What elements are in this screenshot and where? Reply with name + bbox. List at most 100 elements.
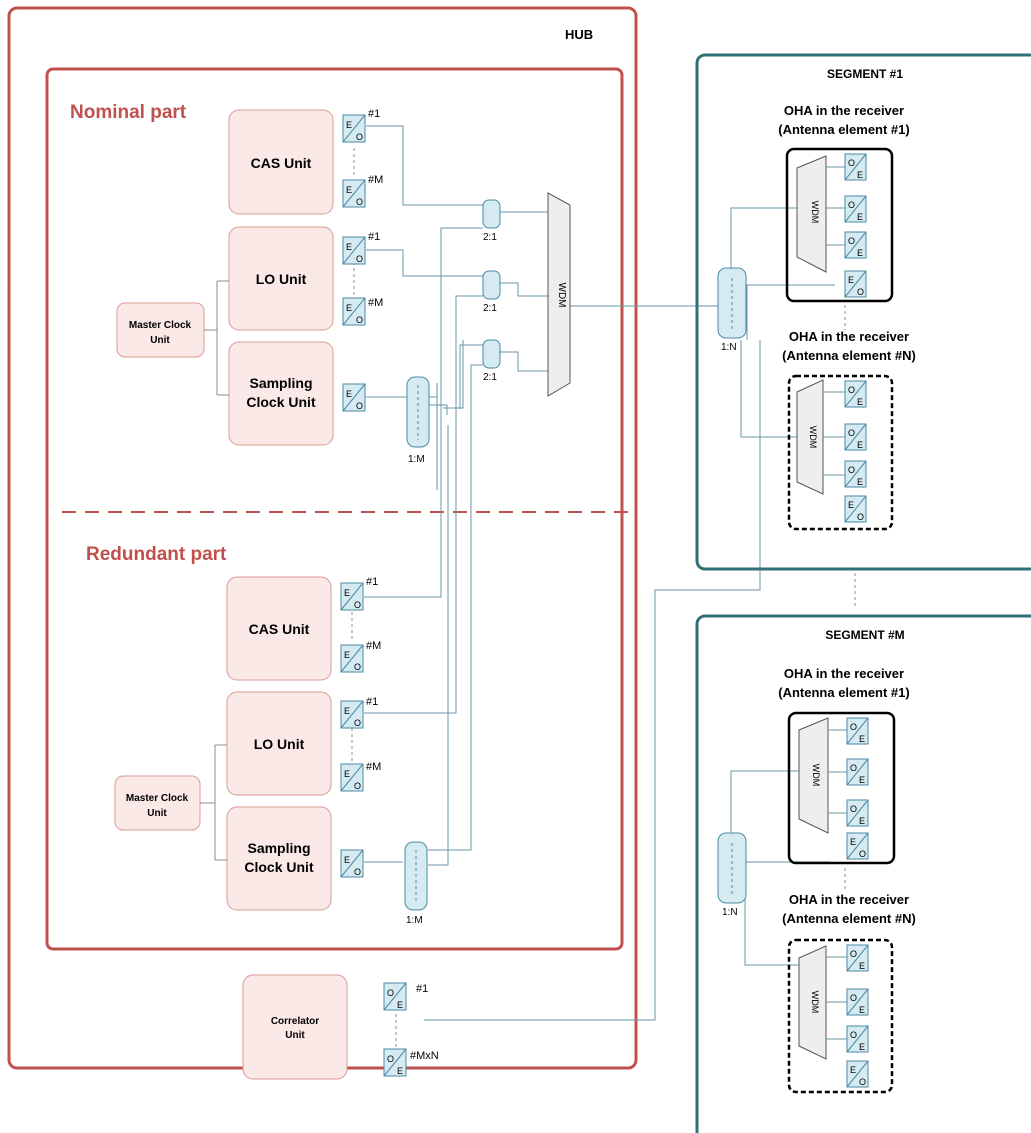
o-letter: O (387, 1054, 394, 1064)
e-letter: E (850, 837, 856, 847)
o-letter: O (356, 197, 363, 207)
master-clock-line1: Master Clock (129, 320, 192, 331)
e-letter: E (857, 397, 863, 407)
o-letter: O (859, 849, 866, 859)
cas-unit-redundant (226, 576, 332, 681)
oha-title-line2: (Antenna element #N) (782, 911, 916, 926)
o-letter: O (387, 988, 394, 998)
ratio-label: 1:N (722, 907, 738, 918)
o-letter: O (850, 993, 857, 1003)
correlator-line1: Correlator (271, 1016, 319, 1027)
e-letter: E (857, 170, 863, 180)
nominal-part-title: Nominal part (70, 102, 187, 123)
index-label: #1 (368, 231, 380, 243)
o-letter: O (848, 236, 855, 246)
redundant-part-title: Redundant part (86, 544, 227, 565)
index-label: #M (366, 761, 381, 773)
ratio-label: 1:N (721, 342, 737, 353)
o-letter: O (356, 132, 363, 142)
sampling-clock-unit-nominal (228, 341, 334, 446)
oha-title-line2: (Antenna element #N) (782, 348, 916, 363)
o-letter: O (356, 401, 363, 411)
e-letter: E (859, 734, 865, 744)
cas-unit-label: CAS Unit (249, 621, 310, 637)
o-letter: O (857, 287, 864, 297)
e-letter: E (344, 588, 350, 598)
segment-m-title: SEGMENT #M (825, 628, 904, 642)
o-letter: O (354, 781, 361, 791)
oe-converter: OE (846, 944, 869, 972)
oha-title-line1: OHA in the receiver (789, 329, 909, 344)
e-letter: E (397, 1000, 403, 1010)
index-label: #MxN (410, 1050, 439, 1062)
master-clock-line1: Master Clock (126, 793, 189, 804)
ratio-label: 1:M (406, 915, 423, 926)
master-clock-branch-redundant (200, 744, 227, 861)
e-letter: E (346, 185, 352, 195)
inner-frame (45, 67, 624, 951)
oha-title-line2: (Antenna element #1) (778, 685, 909, 700)
e-letter: E (346, 303, 352, 313)
master-clock-line2: Unit (150, 335, 170, 346)
e-letter: E (859, 1042, 865, 1052)
converter-ellipsis-lines (351, 148, 856, 1048)
sampling-clock-line1: Sampling (249, 375, 312, 391)
wdm-label: WDM (556, 283, 567, 308)
oe-converter: OE (844, 380, 867, 408)
e-letter: E (859, 816, 865, 826)
lo-unit-label: LO Unit (254, 736, 305, 752)
segment-wdm (796, 155, 827, 273)
e-letter: E (346, 242, 352, 252)
oe-converter: OE (846, 988, 869, 1016)
o-letter: O (356, 315, 363, 325)
e-letter: E (848, 500, 854, 510)
e-letter: E (850, 1065, 856, 1075)
oha-title-line1: OHA in the receiver (784, 103, 904, 118)
e-letter: E (344, 650, 350, 660)
oe-converter: OE (846, 799, 869, 827)
eo-converter: E O (342, 297, 366, 326)
oha-box-n (787, 938, 894, 1094)
e-letter: E (859, 775, 865, 785)
e-letter: E (344, 855, 350, 865)
master-clock-branch-nominal (204, 280, 229, 396)
o-letter: O (848, 385, 855, 395)
e-letter: E (344, 706, 350, 716)
lo-unit-redundant (226, 691, 332, 796)
hub-wdm (547, 192, 571, 397)
oe-converter: OE (846, 758, 869, 786)
hub-converters: E O E O E O E O E O (340, 114, 407, 1077)
segment-m-frame (695, 614, 1031, 1133)
sampling-clock-line2: Clock Unit (246, 394, 316, 410)
o-letter: O (356, 254, 363, 264)
oha-box-1 (785, 147, 894, 303)
oe-converter: OE (844, 231, 867, 259)
e-letter: E (857, 248, 863, 258)
index-label: #1 (366, 696, 378, 708)
e-letter: E (344, 769, 350, 779)
index-label: #1 (366, 576, 378, 588)
fiber-lines (364, 125, 835, 1021)
eo-converter: E O (342, 383, 366, 412)
couplers-2to1 (482, 199, 501, 369)
e-letter: E (848, 275, 854, 285)
eo-converter: EO (846, 1060, 869, 1088)
o-letter: O (850, 1030, 857, 1040)
oha-box-n (787, 374, 894, 531)
o-letter: O (857, 512, 864, 522)
eo-converter: E O (342, 114, 366, 143)
wdm-label: WDM (810, 991, 820, 1014)
oe-converter: OE (844, 195, 867, 223)
o-letter: O (848, 200, 855, 210)
lo-unit-label: LO Unit (256, 271, 307, 287)
index-label: #M (366, 640, 381, 652)
segment-converters: OE OE OE EO OE OE OE EO OE OE OE EO OE O… (844, 153, 869, 1088)
o-letter: O (354, 718, 361, 728)
cas-unit-nominal (228, 109, 334, 215)
sampling-clock-line1: Sampling (247, 840, 310, 856)
eo-converter: E O (342, 236, 366, 265)
e-letter: E (857, 440, 863, 450)
segment-fanout-lines (823, 166, 847, 1040)
e-letter: E (346, 120, 352, 130)
